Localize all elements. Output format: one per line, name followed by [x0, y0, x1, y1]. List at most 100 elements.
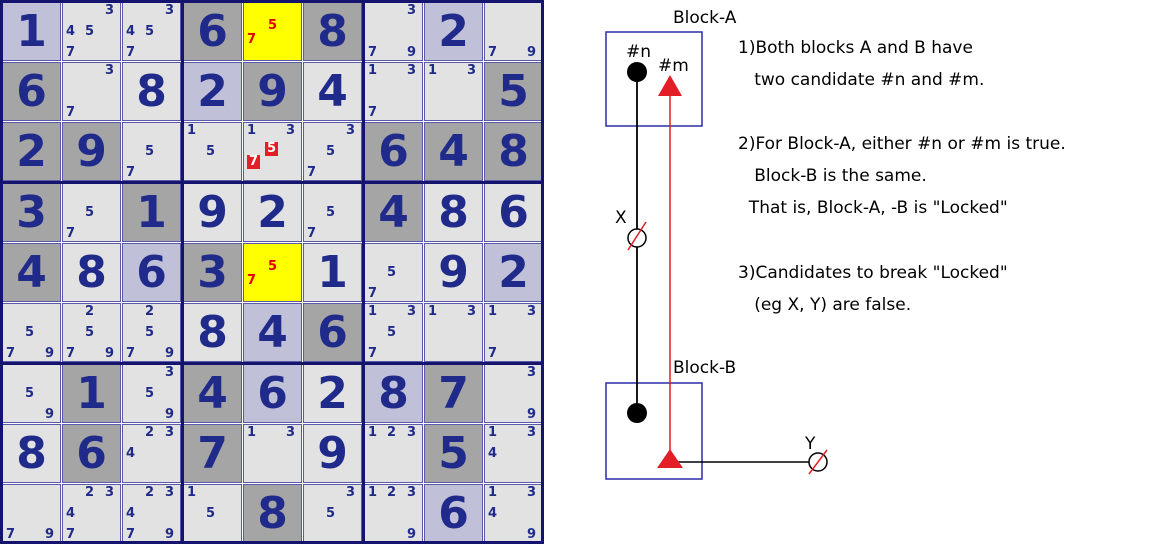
cell-value: 2 — [317, 367, 348, 419]
cell-value: 8 — [197, 306, 228, 358]
m-node-b — [657, 449, 683, 468]
candidate-5: 5 — [268, 259, 278, 274]
candidate-5: 5 — [145, 386, 155, 401]
cell-value: 8 — [378, 367, 409, 419]
sudoku-cell-r2c9: 5 — [484, 62, 543, 121]
note-line-3: 2)For Block-A, either #n or #m is true. — [738, 134, 1066, 154]
candidate-3: 3 — [527, 365, 537, 380]
candidate-5: 5 — [326, 144, 336, 159]
candidate-2: 2 — [85, 485, 95, 500]
candidate-7: 7 — [126, 527, 136, 542]
cell-value: 1 — [76, 367, 107, 419]
sudoku-cell-r8c8: 5 — [424, 424, 483, 483]
sudoku-cell-r4c4: 9 — [183, 183, 242, 242]
block-a-label: Block-A — [673, 8, 737, 28]
sudoku-cell-r1c6: 8 — [303, 2, 362, 61]
candidate-3: 3 — [165, 425, 175, 440]
cell-value: 6 — [76, 427, 107, 479]
sudoku-cell-r6c6: 6 — [303, 303, 362, 362]
candidate-9: 9 — [407, 527, 417, 542]
candidate-7: 7 — [247, 273, 257, 288]
candidate-5: 5 — [265, 141, 278, 156]
candidate-4: 4 — [488, 506, 498, 521]
sudoku-cell-r8c4: 7 — [183, 424, 242, 483]
sudoku-cell-r7c4: 4 — [183, 364, 242, 423]
candidate-1: 1 — [187, 485, 197, 500]
cell-value: 6 — [378, 125, 409, 177]
note-line-1: 1)Both blocks A and B have — [738, 38, 973, 58]
candidate-3: 3 — [165, 3, 175, 18]
candidate-1: 1 — [488, 304, 498, 319]
candidate-5: 5 — [326, 205, 336, 220]
candidate-2: 2 — [387, 485, 397, 500]
candidate-1: 1 — [247, 425, 257, 440]
cell-value: 6 — [498, 186, 529, 238]
candidate-1: 1 — [368, 63, 378, 78]
sudoku-cell-r9c5: 8 — [243, 484, 302, 543]
candidate-9: 9 — [45, 527, 55, 542]
locked-pair-diagram: Block-A Block-B #n #m X Y 1)Both blocks … — [544, 0, 1158, 544]
cell-value: 9 — [257, 65, 288, 117]
candidate-7: 7 — [6, 527, 16, 542]
candidate-1: 1 — [368, 425, 378, 440]
candidate-7: 7 — [488, 346, 498, 361]
candidate-3: 3 — [467, 63, 477, 78]
candidate-7: 7 — [66, 226, 76, 241]
candidate-1: 1 — [488, 425, 498, 440]
m-label: #m — [658, 56, 689, 76]
candidate-3: 3 — [165, 485, 175, 500]
candidate-9: 9 — [165, 527, 175, 542]
cell-value: 6 — [257, 367, 288, 419]
candidate-1: 1 — [488, 485, 498, 500]
candidate-5: 5 — [85, 24, 95, 39]
candidate-2: 2 — [145, 485, 155, 500]
cell-value: 5 — [438, 427, 469, 479]
candidate-3: 3 — [105, 63, 115, 78]
y-label: Y — [805, 434, 816, 454]
cell-value: 8 — [438, 186, 469, 238]
candidate-4: 4 — [66, 506, 76, 521]
sudoku-cell-r4c3: 1 — [122, 183, 181, 242]
candidate-1: 1 — [428, 304, 438, 319]
cell-value: 8 — [317, 5, 348, 57]
sudoku-cell-r5c4: 3 — [183, 243, 242, 302]
sudoku-cell-r8c1: 8 — [2, 424, 61, 483]
cell-value: 4 — [378, 186, 409, 238]
candidate-5: 5 — [206, 144, 216, 159]
candidate-1: 1 — [428, 63, 438, 78]
candidate-1: 1 — [368, 304, 378, 319]
cell-value: 4 — [438, 125, 469, 177]
note-line-7: (eg X, Y) are false. — [738, 295, 912, 315]
candidate-3: 3 — [527, 485, 537, 500]
candidate-3: 3 — [467, 304, 477, 319]
candidate-7: 7 — [368, 105, 378, 120]
candidate-7: 7 — [126, 45, 136, 60]
x-node — [627, 228, 647, 248]
sudoku-cell-r4c7: 4 — [364, 183, 423, 242]
cell-value: 5 — [498, 65, 529, 117]
candidate-2: 2 — [387, 425, 397, 440]
candidate-7: 7 — [126, 346, 136, 361]
candidate-7: 7 — [66, 105, 76, 120]
candidate-1: 1 — [368, 485, 378, 500]
sudoku-cell-r5c9: 2 — [484, 243, 543, 302]
cell-value: 2 — [197, 65, 228, 117]
sudoku-cell-r4c5: 2 — [243, 183, 302, 242]
candidate-5: 5 — [387, 265, 397, 280]
candidate-3: 3 — [407, 485, 417, 500]
cell-value: 4 — [257, 306, 288, 358]
sudoku-cell-r8c6: 9 — [303, 424, 362, 483]
candidate-7: 7 — [368, 45, 378, 60]
